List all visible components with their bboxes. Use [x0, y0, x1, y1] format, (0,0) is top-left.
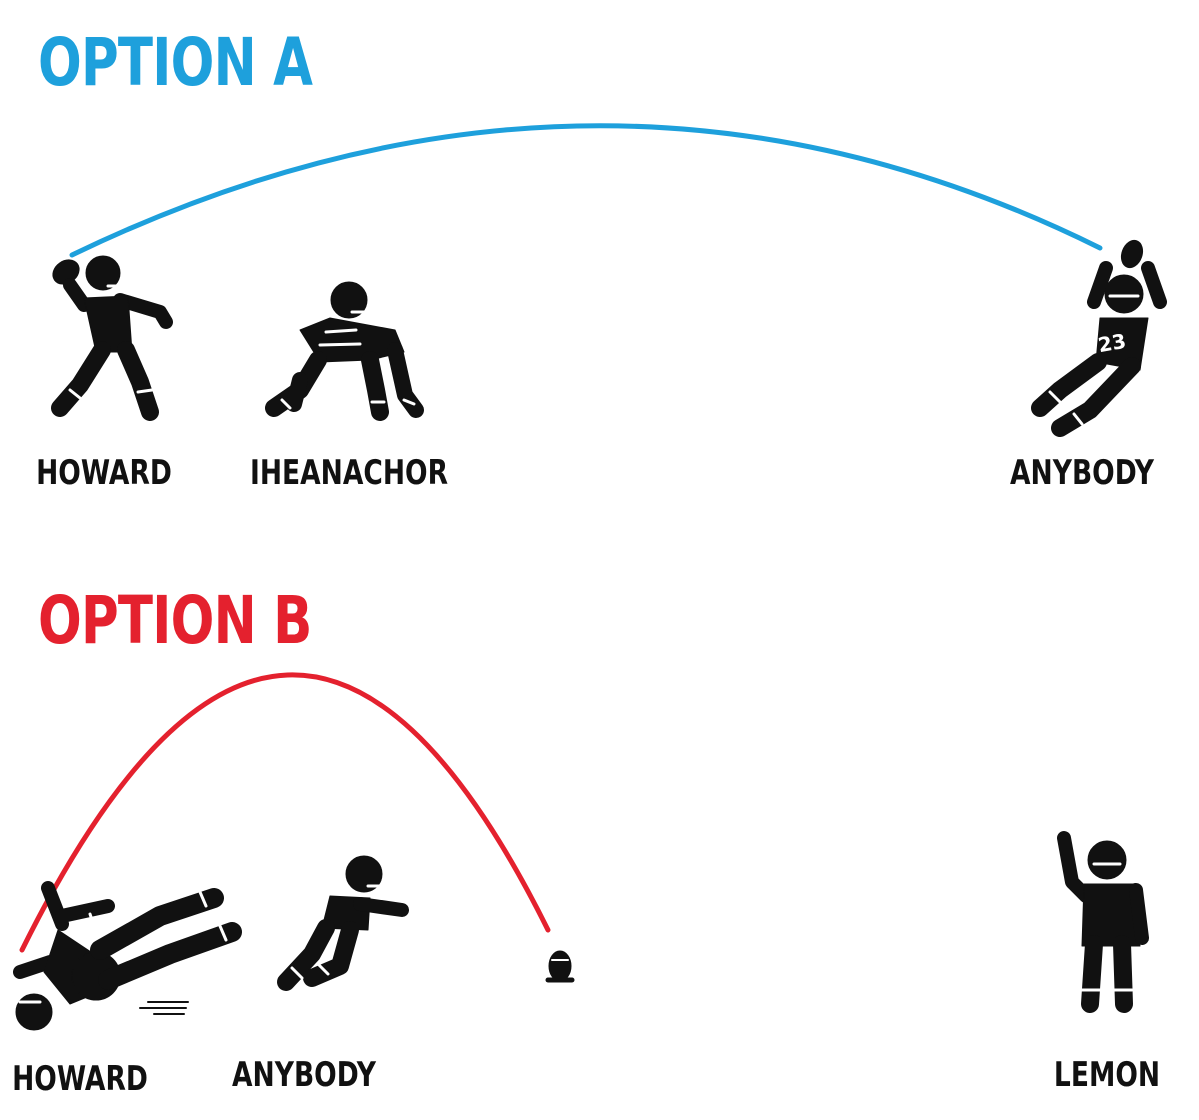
option-b-title: OPTION B [38, 582, 312, 659]
player-label-lemon: LEMON [1053, 1055, 1161, 1095]
player-label-anybody: ANYBODY [1010, 453, 1154, 493]
lineman-blocking-icon [265, 281, 424, 421]
receiver-catching-icon: 23 [1031, 239, 1167, 437]
quarterback-throwing-icon [51, 255, 173, 421]
player-label-anybody: ANYBODY [232, 1055, 376, 1095]
option-a-title: OPTION A [38, 24, 313, 101]
player-label-howard: HOWARD [12, 1059, 148, 1099]
jersey-number: 23 [1096, 329, 1128, 357]
option-b-kick-arc [19, 672, 551, 953]
celebrating-player-icon [1057, 831, 1149, 1013]
option-a-pass-arc [69, 123, 1103, 258]
diving-player-icon [13, 881, 242, 1031]
player-label-howard: HOWARD [36, 453, 172, 493]
running-player-icon [277, 855, 409, 991]
player-label-iheanachor: IHEANACHOR [249, 453, 449, 493]
football-on-tee-icon [545, 950, 575, 983]
